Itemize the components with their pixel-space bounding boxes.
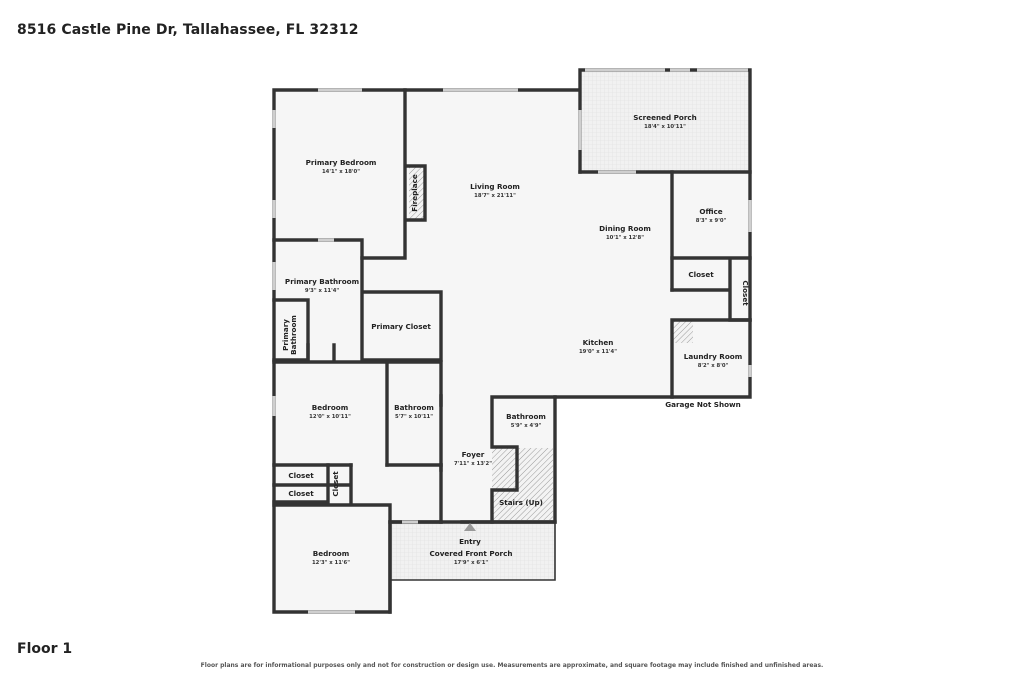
fireplace-hearth bbox=[409, 167, 424, 219]
disclaimer-text: Floor plans are for informational purpos… bbox=[200, 662, 824, 669]
dims-bedroom-1: 12'0" x 10'11" bbox=[309, 414, 351, 420]
windows bbox=[272, 68, 752, 614]
label-covered-front-porch: Covered Front Porch bbox=[430, 549, 513, 558]
label-laundry-room: Laundry Room bbox=[684, 352, 742, 361]
label-closet-c: Closet bbox=[288, 489, 314, 498]
floor-label: Floor 1 bbox=[17, 641, 73, 657]
label-closet-side: Closet bbox=[741, 280, 750, 306]
label-living-room: Living Room bbox=[470, 182, 520, 191]
dims-primary-bathroom: 9'3" x 11'4" bbox=[305, 288, 340, 294]
label-bathroom-1: Bathroom bbox=[394, 403, 434, 412]
front-porch-floor bbox=[390, 522, 555, 580]
room-labels: Screened Porch 18'4" x 10'11" Primary Be… bbox=[281, 113, 750, 566]
label-stairs: Stairs (Up) bbox=[499, 498, 543, 507]
floor-fills bbox=[274, 70, 750, 612]
dims-kitchen: 19'0" x 11'4" bbox=[579, 349, 617, 355]
dims-covered-front-porch: 17'9" x 6'1" bbox=[454, 560, 489, 566]
screened-porch-floor bbox=[580, 70, 750, 172]
label-primary-bedroom: Primary Bedroom bbox=[306, 158, 377, 167]
label-office: Office bbox=[699, 207, 722, 216]
label-primary-bathroom-small-2: Bathroom bbox=[289, 315, 298, 355]
entry-arrow-icon bbox=[464, 523, 476, 531]
dims-office: 8'3" x 9'0" bbox=[696, 218, 727, 224]
label-garage-note: Garage Not Shown bbox=[665, 400, 741, 409]
dims-bathroom-2: 5'9" x 4'9" bbox=[511, 423, 542, 429]
label-closet-a: Closet bbox=[288, 471, 314, 480]
dims-laundry-room: 8'2" x 8'0" bbox=[698, 363, 729, 369]
dims-screened-porch: 18'4" x 10'11" bbox=[644, 124, 686, 130]
label-bedroom-1: Bedroom bbox=[312, 403, 348, 412]
label-bathroom-2: Bathroom bbox=[506, 412, 546, 421]
label-closet-b: Closet bbox=[331, 471, 340, 497]
label-primary-bathroom: Primary Bathroom bbox=[285, 277, 359, 286]
label-bedroom-2: Bedroom bbox=[313, 549, 349, 558]
label-kitchen: Kitchen bbox=[583, 338, 614, 347]
dims-bathroom-1: 5'7" x 10'11" bbox=[395, 414, 433, 420]
dims-foyer: 7'11" x 13'2" bbox=[454, 461, 492, 467]
property-address: 8516 Castle Pine Dr, Tallahassee, FL 323… bbox=[17, 22, 359, 38]
label-screened-porch: Screened Porch bbox=[633, 113, 697, 122]
label-entry: Entry bbox=[459, 537, 481, 546]
label-primary-closet: Primary Closet bbox=[371, 322, 431, 331]
dims-dining-room: 10'1" x 12'8" bbox=[606, 235, 644, 241]
label-primary-bathroom-small-1: Primary bbox=[281, 319, 290, 351]
label-foyer: Foyer bbox=[462, 450, 485, 459]
dims-living-room: 18'7" x 21'11" bbox=[474, 193, 516, 199]
dims-primary-bedroom: 14'1" x 18'0" bbox=[322, 169, 360, 175]
dims-bedroom-2: 12'3" x 11'6" bbox=[312, 560, 350, 566]
label-closet-office: Closet bbox=[688, 270, 714, 279]
label-fireplace: Fireplace bbox=[410, 174, 419, 212]
stairs-hatch bbox=[492, 448, 553, 520]
label-dining-room: Dining Room bbox=[599, 224, 651, 233]
laundry-utility bbox=[673, 321, 693, 343]
